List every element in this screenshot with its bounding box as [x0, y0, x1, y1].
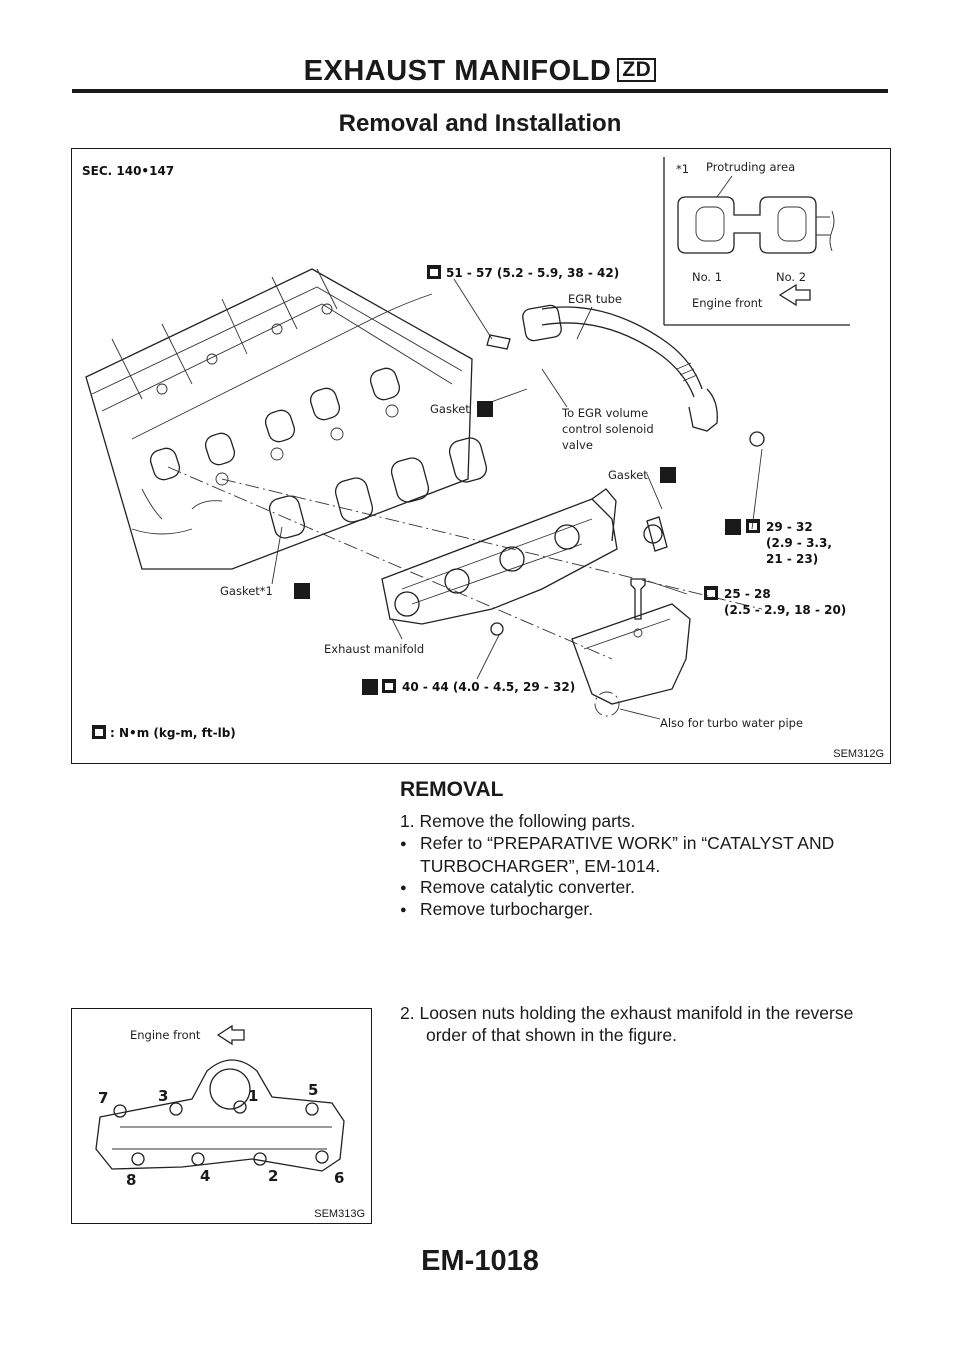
nut-number-7: 7: [98, 1089, 108, 1107]
removal-bullet3: ● Remove turbocharger.: [400, 898, 593, 921]
bullet-icon: ●: [400, 882, 407, 894]
removal-step1: 1. Remove the following parts.: [400, 811, 636, 831]
engine-front-arrow-icon: [216, 1024, 245, 1046]
torque-wrench-icon: [704, 586, 718, 600]
egr-tube-label: EGR tube: [568, 292, 622, 306]
nut-number-1: 1: [248, 1087, 258, 1105]
inset-note-marker: *1: [676, 162, 689, 176]
engine-front-label: Engine front: [130, 1028, 201, 1042]
section-title: Removal and Installation: [338, 110, 622, 137]
replace-gasket-icon: [660, 467, 676, 483]
removal-heading: REMOVAL: [400, 778, 504, 801]
torque-wrench-icon: [382, 679, 396, 693]
removal-bullet2: ● Remove catalytic converter.: [400, 876, 635, 899]
bullet1-line1: Refer to “PREPARATIVE WORK” in “CATALYST…: [420, 833, 835, 853]
nut-number-8: 8: [126, 1171, 136, 1189]
header-rule: [72, 89, 888, 93]
torque-cover-line1: 25 - 28: [724, 587, 771, 601]
to-egr-line2: control solenoid: [562, 422, 654, 436]
protruding-area-label: Protruding area: [706, 160, 795, 174]
torque-manifold-label: 40 - 44 (4.0 - 4.5, 29 - 32): [402, 680, 575, 694]
header-title-text: EXHAUST MANIFOLD: [303, 55, 612, 87]
exhaust-manifold-drawing: [381, 488, 668, 625]
nut-number-4: 4: [200, 1167, 210, 1185]
torque-wrench-icon: [427, 265, 441, 279]
torque-wrench-icon: [92, 725, 106, 739]
cylinder-head-drawing: [85, 268, 473, 570]
torque-wrench-icon: [746, 519, 760, 533]
heat-cover-drawing: [490, 578, 691, 717]
exploded-view-figure: SEC. 140•147 *1 Protruding area No. 1 No…: [71, 148, 891, 764]
exhaust-manifold-label: Exhaust manifold: [324, 642, 424, 656]
nut-number-3: 3: [158, 1087, 168, 1105]
engine-front-arrow-icon: [778, 283, 811, 307]
egr-tube-drawing: [486, 304, 765, 544]
figure2-code: SEM313G: [314, 1208, 365, 1220]
bullet1-line2: TURBOCHARGER”, EM-1014.: [420, 856, 661, 876]
inset-engine-front-label: Engine front: [692, 296, 763, 310]
torque-egr-bolt-label: 51 - 57 (5.2 - 5.9, 38 - 42): [446, 266, 619, 280]
bullet3-text: Remove turbocharger.: [420, 899, 594, 919]
no2-label: No. 2: [776, 270, 806, 284]
page-number: EM-1018: [421, 1245, 539, 1277]
torque-nut-line3: 21 - 23): [766, 552, 818, 566]
nut-number-6: 6: [334, 1169, 344, 1187]
gasket-label-2: Gasket: [608, 468, 648, 482]
removal-bullet1: ● Refer to “PREPARATIVE WORK” in “CATALYS…: [400, 832, 888, 877]
replace-gasket-icon: [294, 583, 310, 599]
step2-line1: 2. Loosen nuts holding the exhaust manif…: [400, 1003, 854, 1023]
bullet-icon: ●: [400, 904, 407, 916]
replace-gasket-icon: [477, 401, 493, 417]
also-turbo-label: Also for turbo water pipe: [660, 716, 803, 730]
nut-number-2: 2: [268, 1167, 278, 1185]
torque-cover-line2: (2.5 - 2.9, 18 - 20): [724, 603, 846, 617]
manifold-gaskets: [167, 437, 763, 660]
engine-badge: ZD: [617, 58, 657, 82]
bullet2-text: Remove catalytic converter.: [420, 877, 635, 897]
sec-label: SEC. 140•147: [82, 164, 174, 178]
bullet-icon: ●: [400, 838, 407, 850]
removal-step2: 2. Loosen nuts holding the exhaust manif…: [400, 1002, 853, 1046]
gasket-label-1: Gasket: [430, 402, 470, 416]
nut-loosening-order-diagram: Engine front 7 3 1 5 8 4 2 6: [95, 1024, 345, 1189]
exhaust-manifold-diagram: SEC. 140•147 *1 Protruding area No. 1 No…: [82, 157, 850, 740]
replace-gasket-icon: [362, 679, 378, 695]
replace-gasket-icon: [725, 519, 741, 535]
no1-label: No. 1: [692, 270, 722, 284]
step2-line2: order of that shown in the figure.: [426, 1025, 677, 1045]
to-egr-line3: valve: [562, 438, 593, 452]
protruding-area-inset: *1 Protruding area No. 1 No. 2 Engine fr…: [663, 157, 850, 326]
torque-nut-line2: (2.9 - 3.3,: [766, 536, 832, 550]
legend-units-label: : N•m (kg-m, ft-lb): [110, 726, 236, 740]
nut-number-5: 5: [308, 1081, 318, 1099]
gasket-star-label: Gasket*1: [220, 584, 273, 598]
torque-nut-line1: 29 - 32: [766, 520, 813, 534]
nut-order-figure: Engine front 7 3 1 5 8 4 2 6 SEM313G: [71, 1008, 372, 1224]
torque-icons: [92, 265, 760, 739]
figure1-code: SEM312G: [833, 748, 884, 760]
to-egr-line1: To EGR volume: [561, 406, 648, 420]
